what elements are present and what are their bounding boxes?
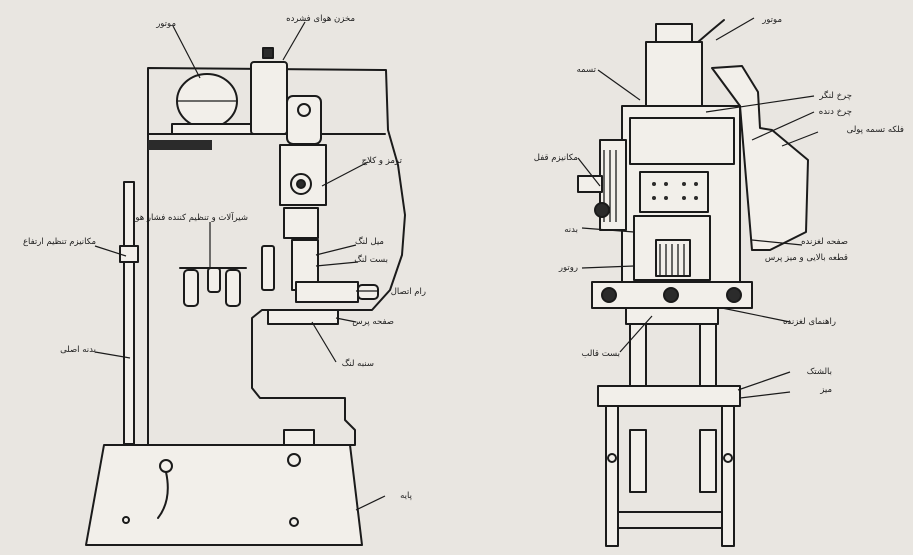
motor-right [645, 19, 725, 115]
label-motor-left: موتور [155, 19, 176, 29]
label-punch-holder: سنبه لنگ [342, 358, 374, 369]
press-base-left [85, 429, 363, 546]
label-frame: بدنه [564, 225, 578, 235]
label-table: میز [819, 385, 832, 395]
label-ram-bolster: قطعه بالایی و میز پرس [765, 253, 848, 263]
label-slide-link: رام اتصال [391, 287, 426, 297]
belt-guard [711, 65, 809, 251]
leaders-right [577, 17, 819, 399]
label-slide-guide: راهنمای لغزنده [783, 317, 836, 327]
label-column: بدنه اصلی [60, 345, 96, 355]
label-brake-clutch: ترمز و کلاچ [362, 156, 403, 166]
label-slide: صفحه لغزنده [801, 237, 848, 247]
press-frame [147, 67, 406, 446]
label-die-clamp: بست قالب [581, 349, 620, 359]
air-filter-units [179, 245, 275, 307]
labels: موتور مخزن هوای فشرده ترمز و کلاچ شیرآلا… [23, 14, 904, 501]
label-flywheel: چرخ لنگر [818, 90, 852, 101]
nameplate [148, 140, 212, 150]
label-v-belt-pulley: فلکه تسمه پولی [847, 125, 904, 135]
label-lock-mechanism: مکانیزم قفل [534, 153, 578, 163]
press-table-right [597, 385, 741, 407]
right-press-front-view [577, 19, 809, 547]
label-base: پایه [400, 491, 413, 501]
control-block [639, 171, 709, 213]
label-height-adjust: مکانیزم تنظیم ارتفاع [23, 237, 96, 247]
label-ram-adjust: میل لنگ [355, 236, 384, 247]
slide-left [267, 239, 379, 325]
motor-left [171, 73, 253, 135]
label-belt: تسمه [577, 65, 597, 75]
left-press-side-view [85, 47, 406, 546]
label-bolster: بالشتک [807, 367, 832, 377]
leaders-left [94, 21, 386, 511]
slide-right [633, 215, 711, 281]
stand [605, 405, 735, 547]
brake-clutch-unit [279, 95, 327, 239]
label-press-table-left: صفحه پرس [352, 317, 394, 327]
label-gear: چرخ دنده [819, 107, 852, 117]
label-ram-lock: بست لنگ [354, 254, 388, 265]
lower-column [625, 307, 719, 387]
side-gear [577, 139, 627, 231]
bolster-plate [591, 281, 753, 309]
label-air-tank: مخزن هوای فشرده [286, 14, 355, 24]
label-motor-right: موتور [761, 15, 782, 25]
label-rotor: روتور [558, 263, 578, 273]
label-air-filter-units: شیرآلات و تنظیم کننده فشار هوا [133, 211, 248, 223]
air-tank-left [250, 47, 288, 135]
